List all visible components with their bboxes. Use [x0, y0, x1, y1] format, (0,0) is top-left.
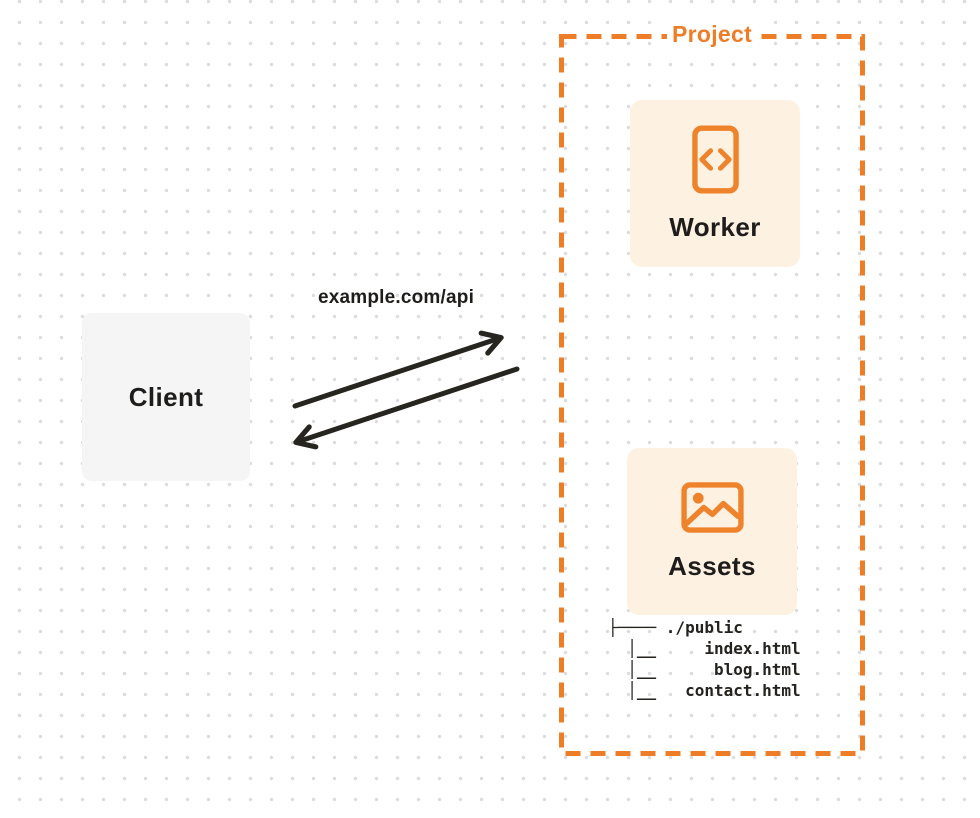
file-tree-line-contact: │__ contact.html: [608, 681, 801, 700]
client-node: Client: [82, 313, 250, 481]
file-tree-line-index: │__ index.html: [608, 639, 801, 658]
file-tree-line-root: ├──── ./public: [608, 618, 743, 637]
request-arrow: [292, 330, 504, 409]
assets-file-tree: ├──── ./public │__ index.html │__ blog.h…: [608, 617, 801, 701]
project-label: Project: [666, 18, 758, 50]
worker-node: Worker: [630, 100, 800, 267]
response-arrow: [293, 366, 520, 450]
code-icon: [691, 124, 739, 194]
file-tree-line-blog: │__ blog.html: [608, 660, 801, 679]
project-group: Project Worker Assets ├──── ./public │__…: [559, 18, 865, 756]
worker-label: Worker: [669, 211, 761, 242]
assets-label: Assets: [668, 550, 756, 581]
client-label: Client: [128, 381, 204, 412]
assets-node: Assets: [627, 448, 797, 615]
request-url-label: example.com/api: [317, 287, 475, 308]
image-icon: [680, 481, 744, 533]
